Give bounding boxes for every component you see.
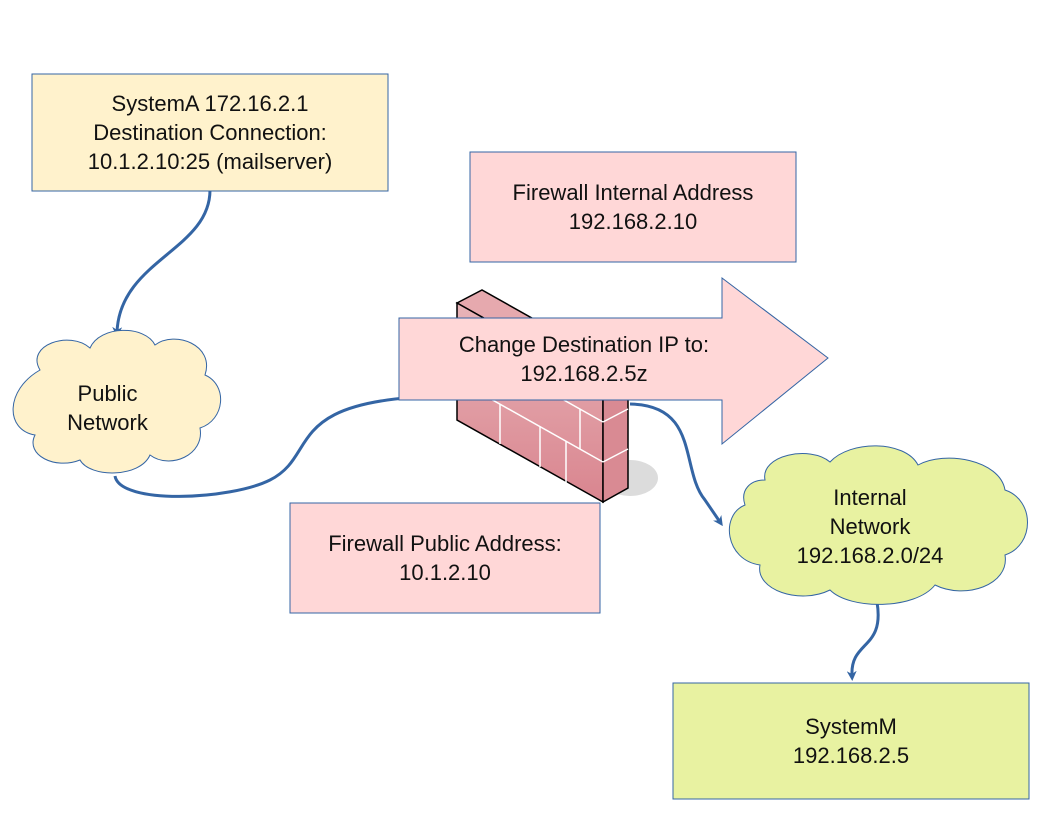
systemm-box: SystemM 192.168.2.5 (673, 683, 1029, 799)
fw-internal-line1: Firewall Internal Address (512, 180, 754, 205)
nat-arrow-label: Change Destination IP to: 192.168.2.5z (399, 318, 769, 400)
public-network-cloud: Public Network (20, 360, 195, 455)
fw-public-line1: Firewall Public Address: (328, 531, 562, 556)
systema-line2: Destination Connection: (93, 120, 327, 145)
public-network-cloud-shape (12, 329, 221, 474)
systema-line3: 10.1.2.10:25 (mailserver) (87, 149, 333, 174)
fw-public-line2: 10.1.2.10 (399, 560, 491, 585)
internal-network-cloud-shape (729, 445, 1028, 605)
internal-line1: Internal (833, 484, 907, 510)
connector-firewall-to-internal (629, 402, 723, 527)
nat-line2: 192.168.2.5z (520, 361, 648, 386)
firewall-internal-box: Firewall Internal Address 192.168.2.10 (470, 152, 796, 262)
connector-public-to-firewall (113, 394, 441, 498)
connector-internal-to-systemm (846, 601, 880, 681)
nat-arrow-shape (398, 276, 829, 446)
systema-box: SystemA 172.16.2.1 Destination Connectio… (32, 74, 388, 191)
internal-network-cloud: Internal Network 192.168.2.0/24 (740, 478, 1000, 574)
firewall-public-box: Firewall Public Address: 10.1.2.10 (290, 503, 600, 613)
connector-systema-to-public (112, 189, 212, 337)
systemm-line2: 192.168.2.5 (792, 743, 910, 768)
nat-line1: Change Destination IP to: (458, 332, 710, 357)
systema-line1: SystemA 172.16.2.1 (111, 91, 309, 116)
internal-line3: 192.168.2.0/24 (796, 542, 944, 568)
systemm-line1: SystemM (805, 714, 897, 739)
public-line1: Public (77, 380, 138, 406)
public-line2: Network (67, 409, 148, 435)
fw-internal-line2: 192.168.2.10 (568, 209, 698, 234)
internal-line2: Network (829, 513, 911, 539)
